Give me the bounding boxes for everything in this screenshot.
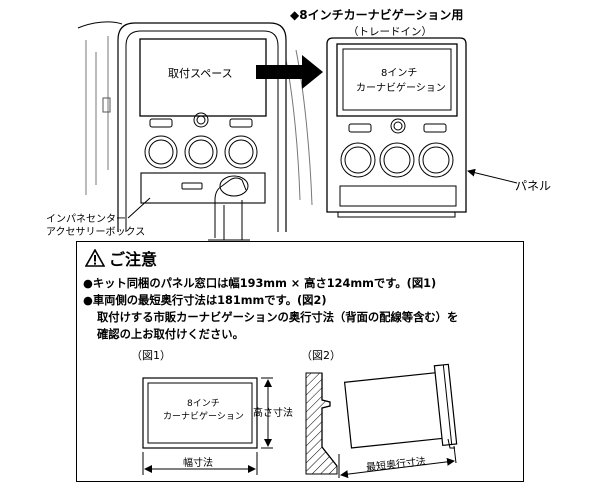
caution-note: ●キット同梱のパネル窓口は幅193mm × 高さ124mmです。(図1) (83, 277, 437, 290)
fig1-screen-line1: 8インチ (187, 398, 220, 409)
fig2-depth-label: 最短奥行寸法 (366, 454, 427, 473)
navi-screen-line2: カーナビゲーション (356, 82, 446, 94)
fig1-drawing (142, 377, 273, 475)
fig1-label: （図1） (131, 349, 171, 362)
center-accessory-box (140, 172, 266, 204)
install-space (139, 38, 267, 117)
install-space-label: 取付スペース (168, 67, 233, 80)
caution-note: ●車両側の最短奥行寸法は181mmです。(図2) (83, 294, 327, 307)
diagram-subtitle: （トレードイン） (348, 26, 432, 38)
car-dashboard-illustration (77, 21, 313, 241)
fig2-drawing (305, 363, 458, 479)
navi-panel-illustration (326, 37, 467, 218)
caution-heading: ご注意 (85, 247, 157, 269)
diagram-title: ◆8インチカーナビゲーション用 (290, 7, 463, 22)
center-box-label-line2: アクセサリーボックス (46, 226, 145, 238)
caution-box: ご注意 ●キット同梱のパネル窓口は幅193mm × 高さ124mmです。(図1)… (76, 241, 524, 482)
dimension-figures: 8インチ カーナビゲーション 高さ寸法 幅寸法 最短奥行寸法 (142, 363, 458, 479)
center-box-label-line1: インパネセンター (46, 213, 126, 225)
fig1-width-label: 幅寸法 (183, 456, 213, 469)
direction-arrow (256, 55, 323, 89)
navi-screen-line1: 8インチ (381, 67, 417, 79)
warning-triangle-icon (85, 249, 105, 267)
caution-note: 取付けする市販カーナビゲーションの奥行寸法（背面の配線等含む）を (97, 311, 459, 324)
caution-title: ご注意 (109, 250, 158, 269)
fig1-screen-line2: カーナビゲーション (163, 410, 244, 422)
fig1-height-label: 高さ寸法 (253, 406, 293, 419)
panel-label: パネル (515, 179, 551, 193)
caution-note: 確認の上お取付けください。 (97, 328, 244, 341)
caution-notes: ●キット同梱のパネル窓口は幅193mm × 高さ124mmです。(図1) ●車両… (83, 275, 458, 343)
fig2-label: （図2） (301, 349, 341, 362)
